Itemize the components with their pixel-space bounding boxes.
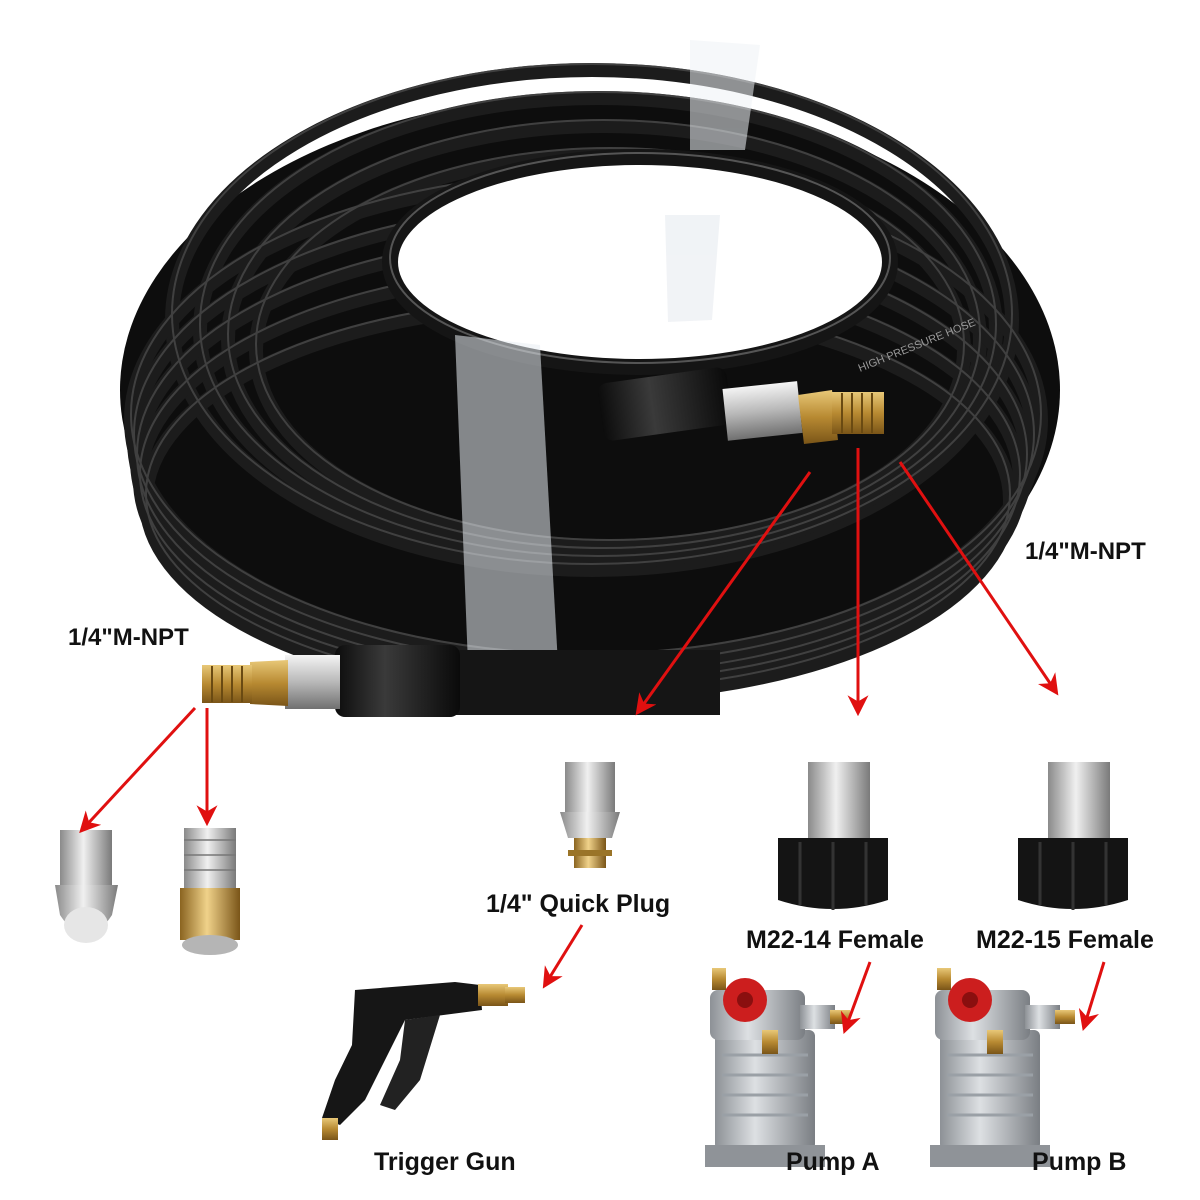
arrow-to-pump-a <box>840 961 872 1034</box>
pump-a <box>705 968 850 1167</box>
arrow-to-m22-15 <box>898 461 1059 696</box>
hose-end-fitting-left <box>202 645 720 717</box>
label-npt-left: 1/4"M-NPT <box>68 624 189 651</box>
sewer-nozzle-steel <box>55 830 118 943</box>
label-npt-right: 1/4"M-NPT <box>1025 538 1146 565</box>
arrow-to-quick-plug <box>635 471 812 716</box>
arrows <box>79 448 1106 1034</box>
label-m22-15-female: M22-15 Female <box>976 926 1154 954</box>
hose-end-fitting-right <box>597 367 884 444</box>
m22-15-female-coupler <box>1018 762 1128 910</box>
m22-14-female-coupler <box>778 762 888 910</box>
plastic-wrap-band <box>455 40 760 715</box>
label-pump-b: Pump B <box>1032 1148 1127 1176</box>
arrow-to-trigger-gun <box>542 924 584 989</box>
arrow-to-steel-nozzle <box>79 706 197 834</box>
trigger-gun <box>322 982 525 1140</box>
pump-b <box>930 968 1075 1167</box>
hose-coil <box>120 63 1060 703</box>
sewer-nozzle-brass <box>180 828 240 955</box>
label-pump-a: Pump A <box>786 1148 880 1176</box>
arrow-to-pump-b <box>1078 961 1106 1032</box>
label-trigger-gun: Trigger Gun <box>374 1148 516 1176</box>
label-m22-14-female: M22-14 Female <box>746 926 924 954</box>
label-quick-plug: 1/4" Quick Plug <box>486 890 671 918</box>
quick-plug-fitting <box>560 762 620 868</box>
